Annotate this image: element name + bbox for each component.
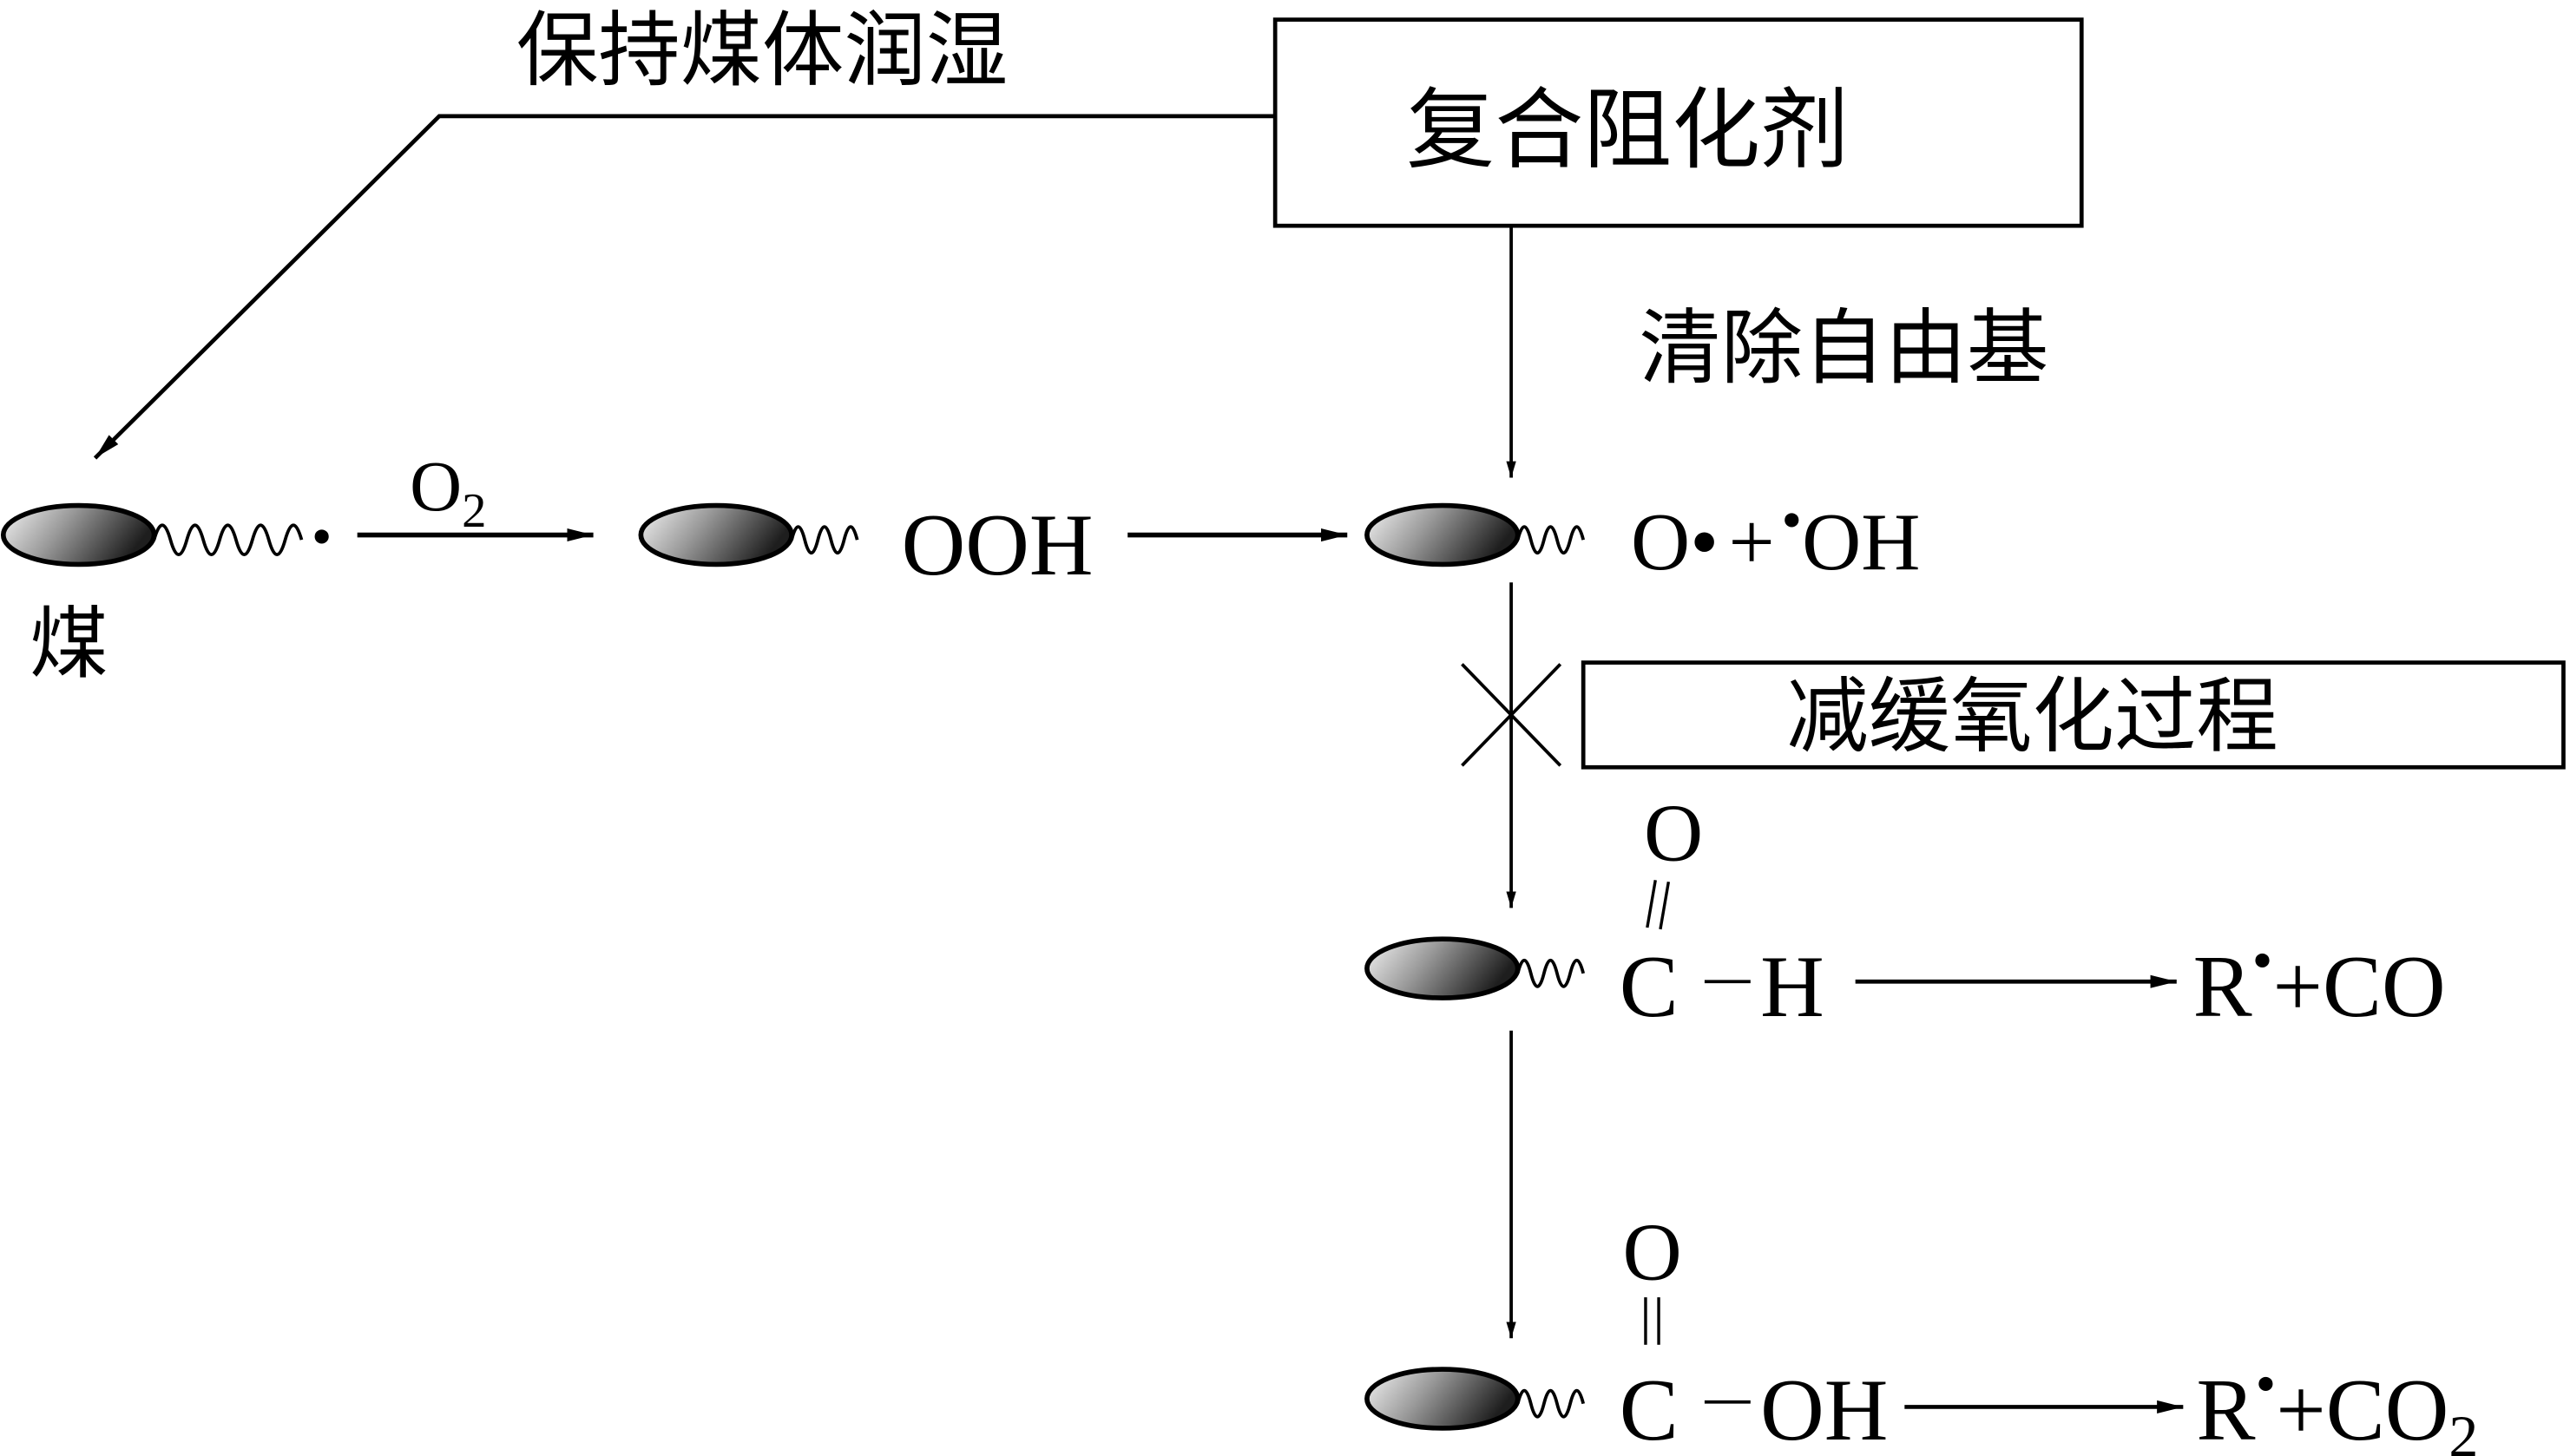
hydroxyl-radical: OH [1802,497,1920,587]
aldehyde-carbon: C [1620,938,1679,1036]
co2-products: R•+CO2 [2196,1351,2478,1456]
co2-subscript: 2 [2448,1403,2478,1456]
alkyl-radical-r: R [2193,938,2252,1036]
composite-inhibitor-label: 复合阻化剂 [1406,79,1849,182]
radical-dot: • [312,503,332,569]
coal-particle-1 [0,502,304,567]
carbon-dioxide: +CO [2276,1361,2448,1456]
carboxyl-hydroxyl: OH [1760,1361,1888,1456]
aldehyde-hydrogen: H [1760,938,1824,1036]
o2-subscript: 2 [462,484,486,538]
carbon-monoxide: +CO [2272,938,2445,1036]
carboxyl-carbon: C [1620,1361,1679,1456]
alkyl-radical-dot: • [2252,927,2273,993]
slow-oxidation-label: 减缓氧化过程 [1786,669,2278,764]
plus-sign: + [1729,497,1775,587]
alkoxy-radical: O• [1631,497,1719,587]
alkoxy-radical-label: O•+•OH [1631,487,1921,587]
slow-oxidation-box: 减缓氧化过程 [1581,660,2566,770]
alkyl-radical-dot-2: • [2255,1351,2276,1417]
carboxyl-double-bond [1644,1297,1660,1345]
carboxyl-oxygen: O [1623,1207,1682,1297]
hydroperoxide-label: OOH [902,496,1094,594]
coal-particle-5 [1364,1367,1586,1431]
composite-inhibitor-box: 复合阻化剂 [1272,17,2084,228]
aldehyde-double-bond [1646,880,1671,930]
aldehyde-oxygen: O [1644,789,1703,879]
coal-particle-2 [638,502,859,567]
co-products: R•+CO [2193,927,2446,1035]
block-cross-icon [1461,663,1562,767]
coal-particle-4 [1364,936,1586,1000]
coal-particle-3 [1364,502,1586,567]
moisture-arrow [93,114,1276,460]
keep-coal-moist-label: 保持煤体润湿 [516,3,1008,99]
o2-o: O [410,446,462,526]
alkyl-radical-r-2: R [2196,1361,2255,1456]
o2-reagent: O2 [410,446,486,538]
coal-label: 煤 [30,599,108,690]
hydroxyl-dot: • [1781,487,1802,553]
scavenge-radicals-label: 清除自由基 [1639,301,2048,397]
